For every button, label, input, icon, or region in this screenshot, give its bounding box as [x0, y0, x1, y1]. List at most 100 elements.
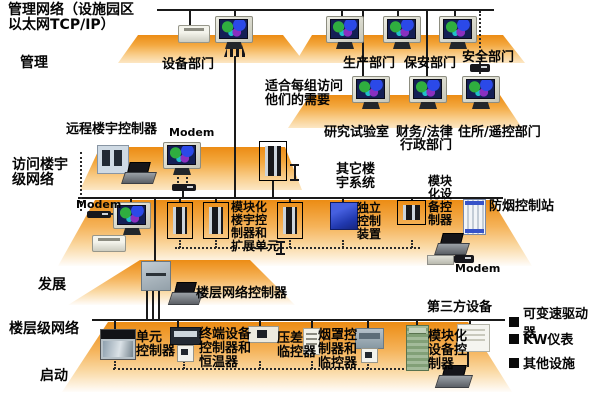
fieldbus-dotted-tick [259, 361, 261, 369]
modem-icon [172, 184, 196, 191]
modem-cable-dotted [186, 172, 188, 183]
modem-icon [470, 64, 490, 72]
floor-network-controller-icon [141, 261, 171, 291]
smoke-control-station-icon [463, 199, 486, 235]
controller-cabinet-icon [277, 202, 303, 239]
laptop-icon [436, 233, 466, 255]
controller-box-icon [355, 328, 384, 349]
computer-monitor-icon [215, 16, 253, 43]
dialup-dotted-line [479, 11, 481, 64]
connector-line [114, 321, 116, 330]
label-development: 发展 [38, 277, 66, 293]
platform-equipment-dept [118, 35, 305, 63]
legend-item-other-facilities: 其他设施 [509, 353, 575, 372]
fieldbus-dotted-tick [311, 361, 313, 369]
connector-line [416, 321, 418, 326]
controller-cabinet-icon [203, 202, 229, 239]
fieldbus-dotted-line [113, 368, 420, 370]
fieldbus-dotted-line [175, 247, 420, 249]
label-smoke-control-station: 防烟控制站 [489, 199, 555, 214]
laptop-icon [123, 162, 153, 184]
connector-line [341, 11, 343, 16]
connector-line [362, 11, 364, 76]
computer-monitor-icon [383, 16, 421, 43]
legend-label: 其他设施 [523, 357, 576, 372]
fieldbus-dotted-tick [342, 240, 344, 248]
connector-line [177, 321, 179, 328]
management-network-bus [157, 9, 494, 11]
connector-line [234, 11, 236, 16]
label-equipment-dept: 设备部门 [162, 57, 215, 72]
connector-line [146, 289, 148, 320]
fieldbus-dotted-tick [114, 361, 116, 369]
label-research-lab: 研究试验室 [324, 125, 390, 140]
connector-line [152, 289, 154, 320]
connector-line [367, 321, 369, 329]
unit-controller-icon [100, 329, 136, 360]
connector-line [234, 56, 236, 197]
connector-line [426, 11, 428, 76]
fieldbus-dotted-tick [179, 240, 181, 248]
laptop-icon [170, 282, 199, 305]
modular-equipment-controller-icon [406, 325, 429, 371]
label-floor-network-controller: 楼层网络控制器 [196, 286, 288, 301]
connector-line [469, 321, 471, 325]
connector-line [158, 289, 160, 320]
label-admin-dept: 行政部门 [400, 138, 453, 153]
label-security-dept: 保安部门 [404, 56, 457, 71]
fieldbus-dotted-tick [367, 361, 369, 369]
printer-icon [178, 25, 210, 43]
controller-cabinet-icon [259, 141, 287, 181]
fieldbus-dotted-tick [411, 240, 413, 248]
connector-line [342, 197, 344, 202]
label-access-note: 适合每组访问 他们的需要 [265, 79, 344, 109]
terminal-equipment-controller-icon [170, 327, 201, 345]
connector-line [311, 321, 313, 329]
legend-square-icon [509, 317, 519, 327]
label-modular-building-controller: 模块化 楼宇控 制器和 扩展单元 [231, 200, 280, 253]
thermostat-icon [361, 348, 378, 363]
connector-line [454, 11, 456, 16]
legend-square-icon [509, 357, 519, 368]
legend-square-icon [509, 333, 519, 344]
floor-network-bus [92, 319, 505, 321]
label-floor-level-network: 楼层级网络 [9, 321, 79, 337]
computer-monitor-icon [409, 76, 447, 103]
connector-line [272, 180, 274, 197]
fieldbus-dotted-tick [215, 240, 217, 248]
connector-line [189, 11, 191, 25]
connector-line [473, 197, 475, 200]
connector-line [411, 197, 413, 201]
label-modem-right: Modem [455, 262, 501, 275]
label-remote-building-controller: 远程楼宇控制器 [66, 122, 158, 137]
legend-item-kw-meter: KW仪表 [509, 329, 573, 348]
label-safety-dept: 安全部门 [462, 50, 515, 65]
legend-label: KW仪表 [523, 333, 574, 348]
label-modular-equipment-controller: 模块 化设 备控 制器 [428, 174, 453, 227]
computer-monitor-icon [326, 16, 364, 43]
label-startup: 启动 [40, 368, 68, 384]
label-other-building-systems: 其它楼 宇系统 [336, 162, 376, 192]
connector-line [179, 197, 181, 203]
controller-cabinet-icon [167, 202, 193, 239]
label-management-network: 管理网络（设施园区 以太网TCP/IP） [8, 2, 134, 34]
label-pressure-monitor: 压差 临控器 [277, 331, 317, 361]
computer-monitor-icon [439, 16, 477, 43]
printer-icon [92, 235, 126, 252]
hood-controller-icon [303, 328, 320, 355]
label-third-party-devices: 第三方设备 [427, 300, 493, 315]
computer-monitor-icon [352, 76, 390, 103]
fieldbus-dotted-tick [183, 361, 185, 369]
modem-icon [427, 255, 454, 265]
connector-bracket-icon [276, 241, 285, 255]
connector-line [182, 191, 184, 197]
label-modular-equipment-controller-floor: 模块化 设备控 制器 [428, 329, 468, 373]
pressure-monitor-icon [248, 326, 279, 343]
connector-line [289, 197, 291, 203]
dialup-dotted-line [80, 152, 82, 211]
connector-line [130, 197, 132, 202]
modem-cable-dotted [177, 172, 179, 183]
connector-line [154, 197, 156, 262]
label-modem-remote: Modem [169, 126, 215, 139]
